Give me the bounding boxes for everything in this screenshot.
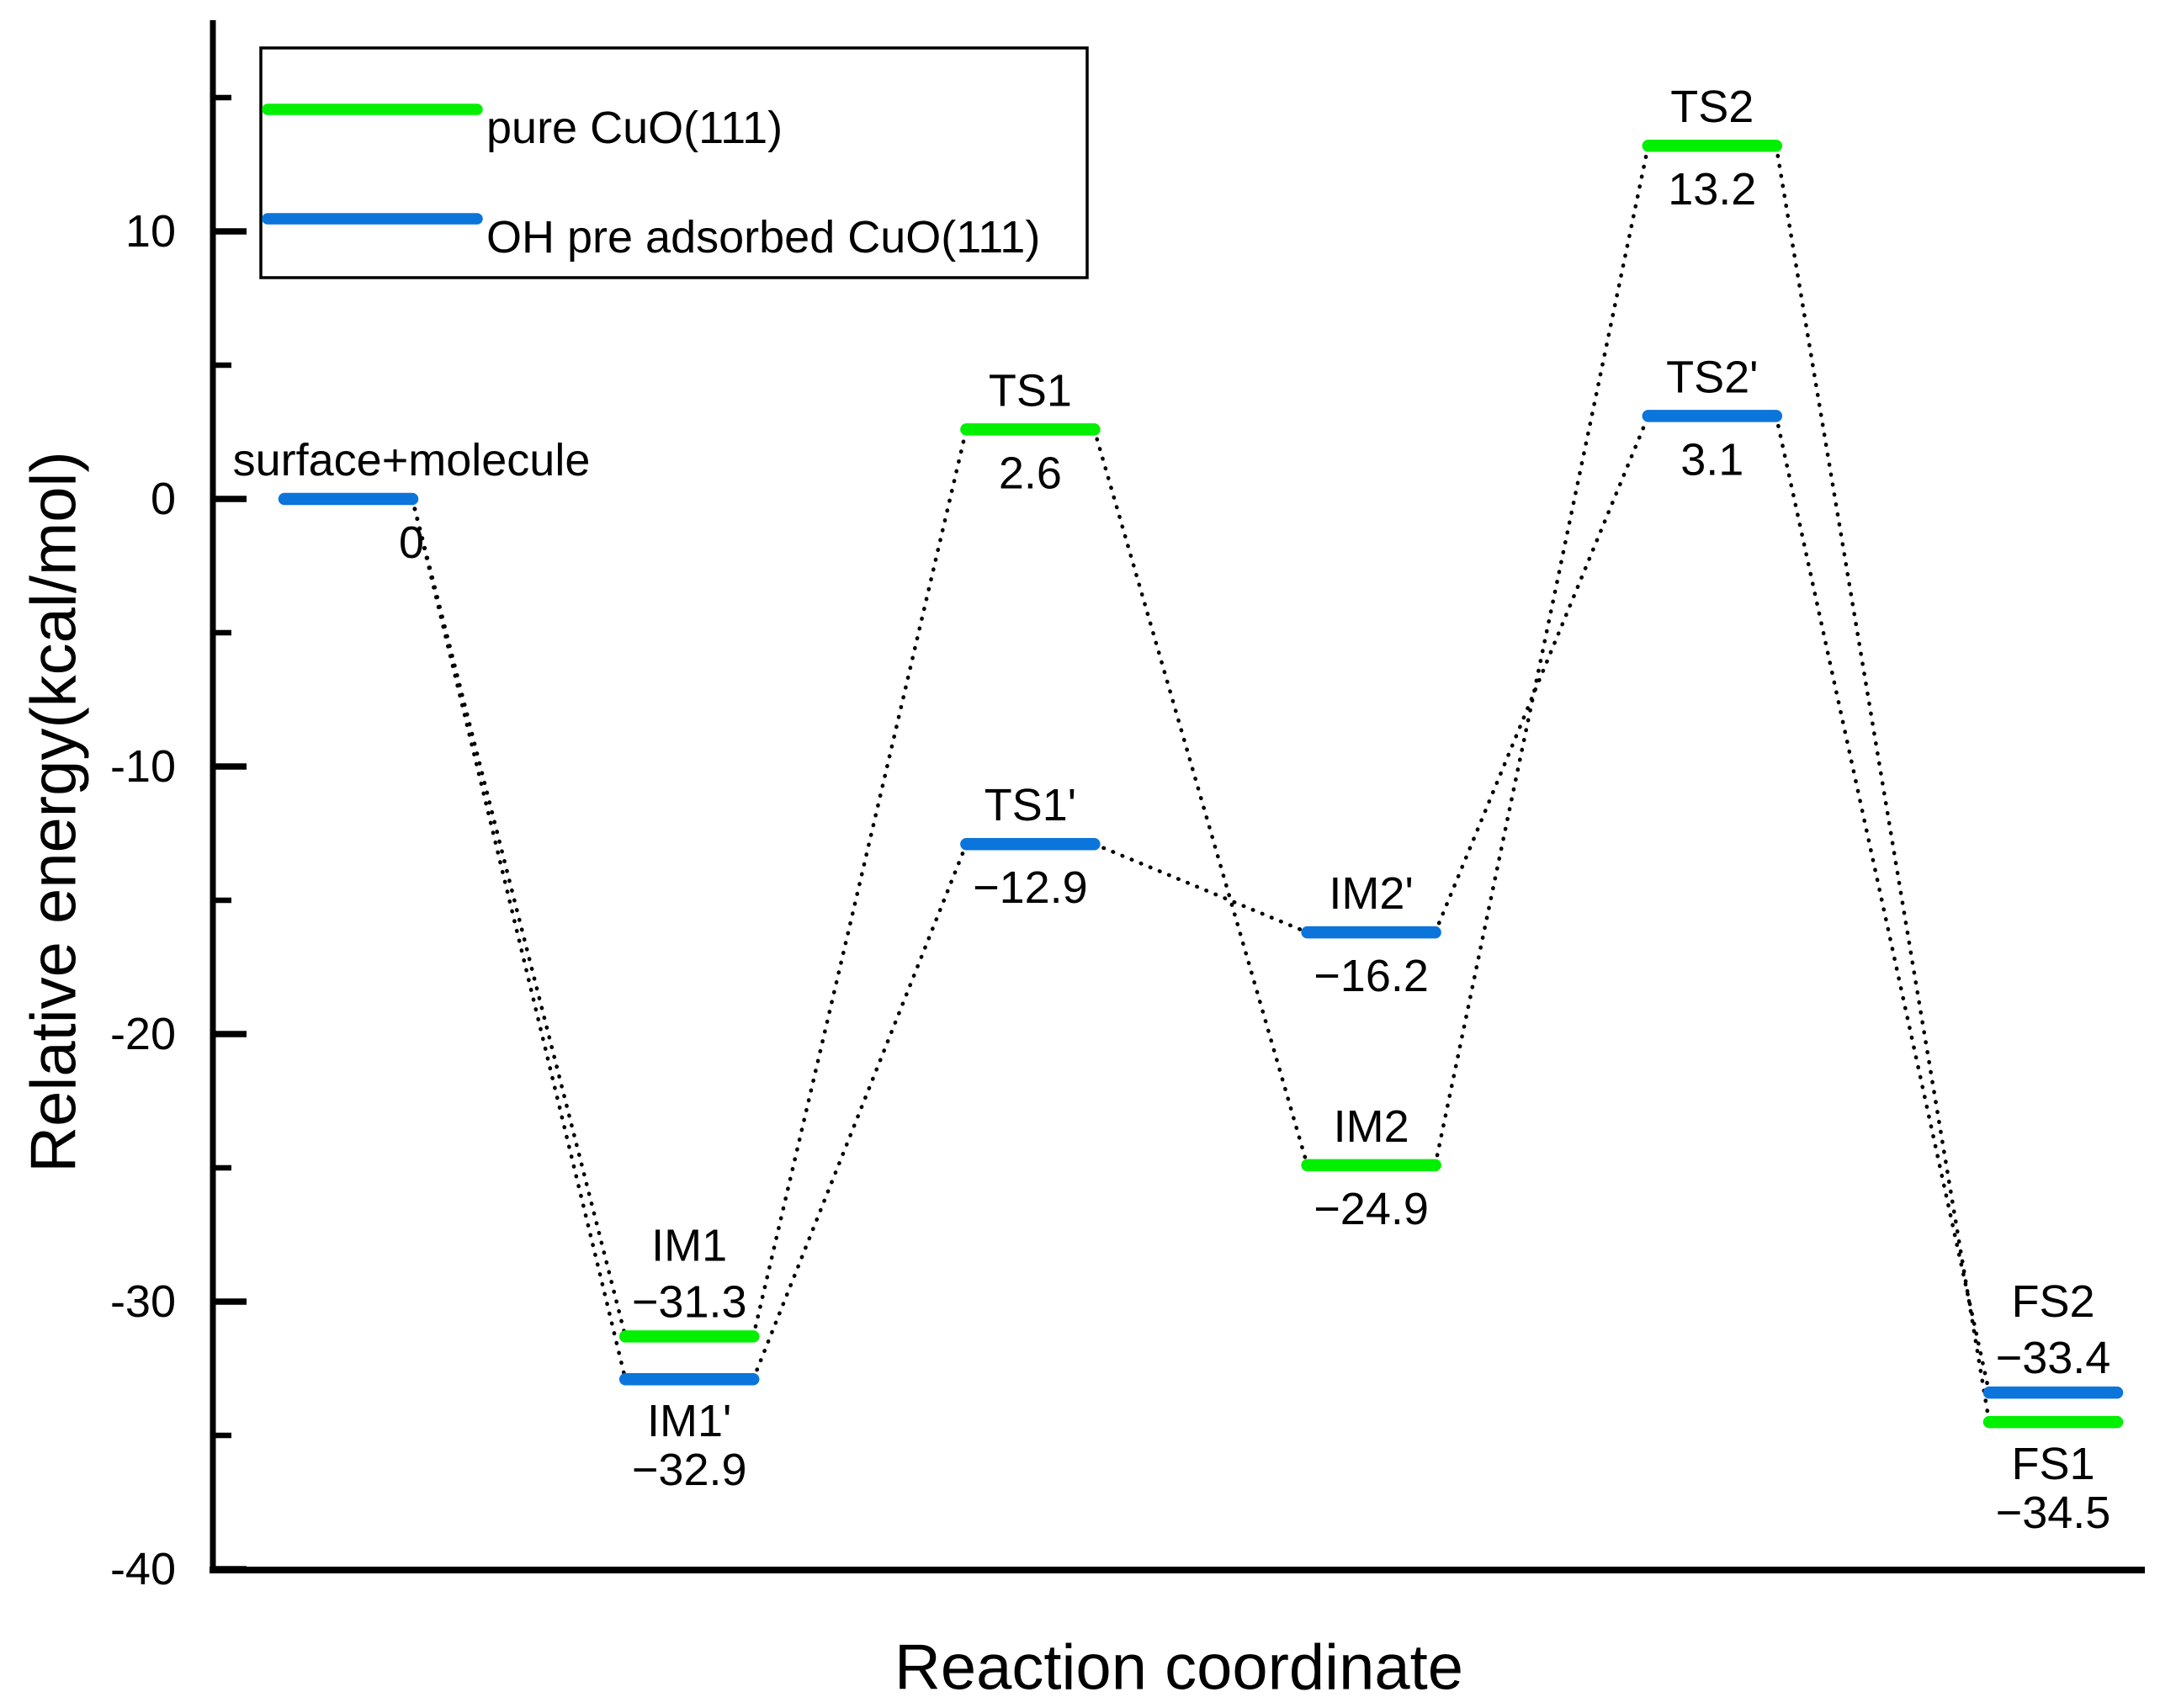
- y-tick-label: -30: [110, 1276, 176, 1327]
- connector-IM1'-to-TS1': [751, 841, 969, 1382]
- y-tick-label: -10: [110, 741, 176, 792]
- connector-IM2-to-TS2: [1433, 143, 1651, 1168]
- connector-IM2'-to-TS2': [1433, 414, 1651, 935]
- level-name-IM2: IM2: [1334, 1101, 1409, 1152]
- level-value-IM1: −31.3: [632, 1276, 747, 1327]
- level-value-FS1: −34.5: [1996, 1488, 2111, 1538]
- level-name-TS2: TS2: [1670, 82, 1754, 132]
- legend-label-oh: OH pre adsorbed CuO(111): [486, 212, 1040, 263]
- connector-TS1-to-IM2: [1092, 427, 1309, 1168]
- x-axis-title: Reaction coordinate: [894, 1632, 1463, 1704]
- y-tick-label: -20: [110, 1009, 176, 1059]
- connector-surface+molecule-to-IM1': [410, 496, 628, 1382]
- level-name-TS1: TS1: [989, 365, 1072, 416]
- level-value-IM2': −16.2: [1314, 951, 1429, 1001]
- level-name-TS1': TS1': [985, 780, 1076, 830]
- y-tick-label: 10: [125, 206, 176, 257]
- connector-TS2'-to-FS2: [1774, 414, 1992, 1395]
- y-axis-title: Relative energy(kcal/mol): [19, 451, 90, 1172]
- connector-TS1'-to-IM2': [1092, 841, 1309, 935]
- y-tick-label: 0: [151, 474, 176, 524]
- connector-TS2-to-FS1: [1774, 143, 1992, 1424]
- level-value-FS2: −33.4: [1996, 1333, 2111, 1383]
- level-name-IM2': IM2': [1329, 868, 1413, 919]
- y-tick-label: -40: [110, 1544, 176, 1594]
- level-value-TS2: 13.2: [1668, 164, 1756, 215]
- connector-surface+molecule-to-IM1: [410, 496, 628, 1339]
- level-name-surface+molecule: surface+molecule: [233, 435, 591, 485]
- level-value-IM2: −24.9: [1314, 1184, 1429, 1234]
- level-value-surface+molecule: 0: [399, 517, 424, 568]
- level-value-IM1': −32.9: [632, 1445, 747, 1495]
- level-name-TS2': TS2': [1666, 352, 1758, 402]
- level-name-FS2: FS2: [2011, 1276, 2094, 1327]
- legend-box: [259, 46, 1089, 279]
- level-value-TS1: 2.6: [999, 448, 1062, 498]
- connector-IM1-to-TS1: [751, 427, 969, 1339]
- level-name-IM1': IM1': [647, 1396, 731, 1446]
- level-name-FS1: FS1: [2011, 1439, 2094, 1489]
- level-name-IM1: IM1: [651, 1220, 727, 1270]
- level-value-TS1': −12.9: [973, 862, 1088, 913]
- legend-label-pure: pure CuO(111): [486, 103, 783, 153]
- level-value-TS2': 3.1: [1680, 434, 1743, 485]
